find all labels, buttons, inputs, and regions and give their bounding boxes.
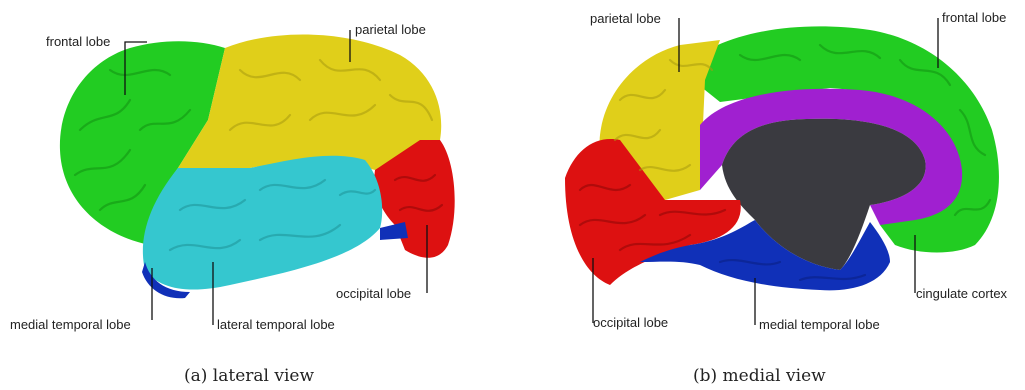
medial-occipital-label: occipital lobe — [593, 315, 668, 330]
medial-cingulate-label: cingulate cortex — [916, 286, 1008, 301]
medial-parietal-label: parietal lobe — [590, 11, 661, 26]
medial-frontal-label: frontal lobe — [942, 10, 1006, 25]
lateral-frontal-label: frontal lobe — [46, 34, 110, 49]
medial-view-caption: (b) medial view — [693, 366, 826, 386]
lateral-view-caption: (a) lateral view — [184, 366, 314, 386]
medial-medial-temporal-label: medial temporal lobe — [759, 317, 880, 332]
lateral-medial-temporal-label: medial temporal lobe — [10, 317, 131, 332]
lateral-occipital-label: occipital lobe — [336, 286, 411, 301]
lateral-temporal-region — [143, 156, 382, 290]
lateral-parietal-label: parietal lobe — [355, 22, 426, 37]
medial-view-panel: parietal lobe frontal lobe cingulate cor… — [565, 10, 1008, 386]
lateral-lateral-temporal-label: lateral temporal lobe — [217, 317, 335, 332]
lateral-view-panel: frontal lobe parietal lobe occipital lob… — [10, 22, 455, 386]
